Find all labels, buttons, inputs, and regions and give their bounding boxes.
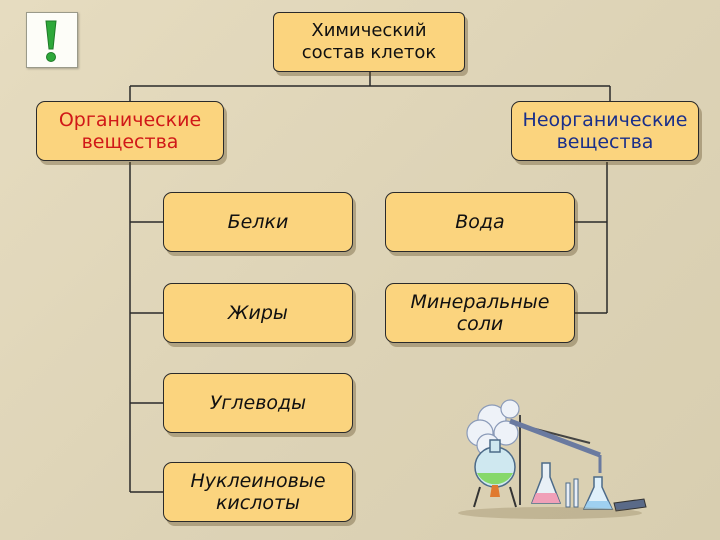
organic-item-fats: Жиры xyxy=(163,283,353,343)
inorganic-item-mineral-salts: Минеральные соли xyxy=(385,283,575,343)
organic-item-nucleic-acids: Нуклеиновые кислоты xyxy=(163,462,353,522)
chemistry-lab-illustration xyxy=(458,399,647,519)
exclamation-icon xyxy=(26,12,78,68)
organic-item-proteins: Белки xyxy=(163,192,353,252)
organic-category-node: Органические вещества xyxy=(36,101,224,161)
inorganic-item-water: Вода xyxy=(385,192,575,252)
root-node-title: Химический состав клеток xyxy=(273,12,465,72)
organic-item-carbohydrates: Углеводы xyxy=(163,373,353,433)
inorganic-category-node: Неорганические вещества xyxy=(511,101,699,161)
